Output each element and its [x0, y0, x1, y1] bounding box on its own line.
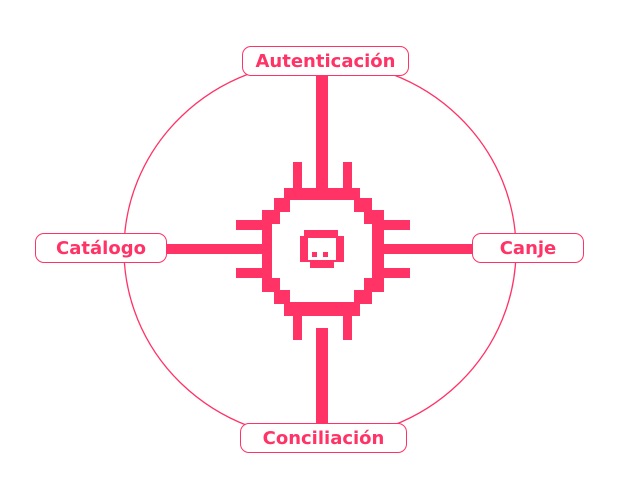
connector-top: [316, 76, 328, 188]
node-conciliacion: Conciliación: [240, 423, 407, 453]
connector-left: [167, 244, 263, 254]
node-canje: Canje: [472, 233, 584, 263]
node-autenticacion: Autenticación: [242, 46, 409, 76]
connector-bottom: [316, 328, 328, 423]
node-catalogo: Catálogo: [35, 233, 167, 263]
connector-right: [384, 244, 472, 254]
pixel-chip-icon: [236, 162, 410, 340]
